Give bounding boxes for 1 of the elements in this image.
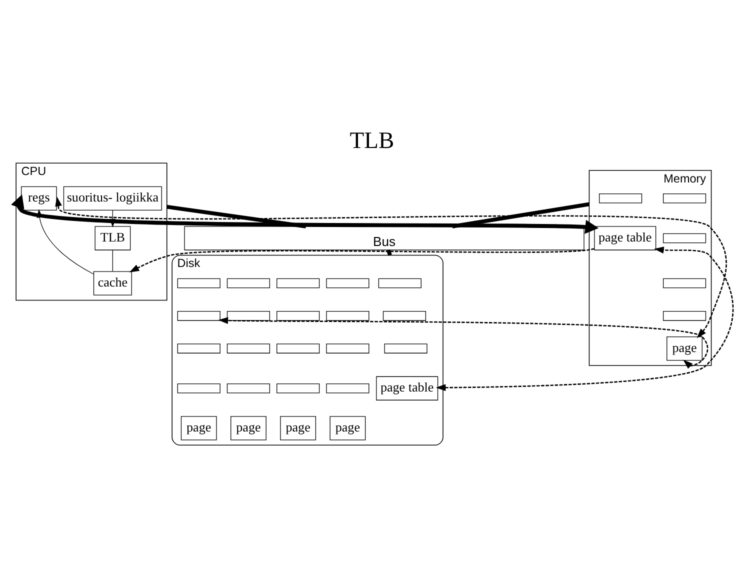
diagram-title: TLB [350, 128, 394, 154]
